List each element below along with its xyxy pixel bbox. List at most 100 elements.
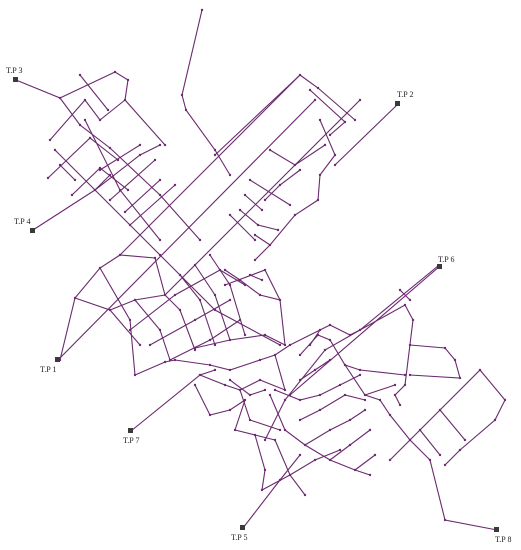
- pipe-segment: [109, 309, 141, 346]
- junction-node: [138, 343, 142, 347]
- junction-node: [158, 253, 162, 257]
- pipe-segment: [269, 394, 371, 476]
- junction-node: [248, 393, 252, 397]
- junction-node: [116, 158, 120, 162]
- junction-node: [133, 298, 137, 302]
- junction-node: [258, 358, 262, 362]
- junction-node: [108, 308, 112, 312]
- pipe-segment: [129, 269, 246, 331]
- junction-node: [273, 438, 277, 442]
- pipe-segment: [261, 474, 291, 491]
- pipe-segment: [134, 359, 176, 376]
- junction-node: [378, 398, 382, 402]
- treatment-point-tp8: T.P 8: [494, 527, 511, 544]
- junction-node: [328, 428, 332, 432]
- junction-node: [153, 158, 157, 162]
- junction-node: [228, 213, 232, 217]
- junction-node: [193, 348, 197, 352]
- junction-node: [198, 238, 202, 242]
- junction-node: [408, 343, 412, 347]
- pipe-segment: [32, 144, 161, 231]
- junction-node: [263, 388, 267, 392]
- pipe-segment: [234, 399, 276, 441]
- junction-node: [158, 178, 162, 182]
- tp5-marker: [240, 525, 245, 530]
- junction-node: [298, 168, 302, 172]
- pipe-segment: [239, 209, 279, 231]
- junction-node: [458, 448, 462, 452]
- pipe-segment: [15, 79, 201, 241]
- pipe-segment: [249, 274, 263, 281]
- pipe-segment: [214, 74, 301, 156]
- junction-node: [213, 308, 217, 312]
- junction-node: [348, 333, 352, 337]
- junction-node: [238, 388, 242, 392]
- junction-node: [293, 213, 297, 217]
- junction-node: [98, 166, 102, 170]
- junction-node: [368, 473, 372, 477]
- junction-node: [178, 308, 182, 312]
- junction-node: [298, 353, 302, 357]
- pipe-segment: [119, 74, 301, 256]
- pipe-segment: [334, 103, 399, 166]
- junction-node: [298, 418, 302, 422]
- junction-node: [313, 98, 317, 102]
- junction-node: [318, 393, 322, 397]
- junction-node: [213, 148, 217, 152]
- junction-node: [106, 108, 110, 112]
- tp2-marker: [395, 101, 400, 106]
- junction-node: [213, 368, 217, 372]
- junction-node: [213, 293, 217, 297]
- junction-node: [70, 193, 74, 197]
- junction-node: [198, 298, 202, 302]
- pipe-segment: [354, 454, 376, 471]
- pipe-segment: [57, 99, 316, 361]
- pipe-segment: [264, 169, 301, 201]
- junction-node: [328, 338, 332, 342]
- junction-node: [268, 243, 272, 247]
- junction-node: [403, 303, 407, 307]
- junction-node: [278, 343, 282, 347]
- junction-node: [323, 348, 327, 352]
- junction-node: [228, 298, 232, 302]
- junction-node: [408, 438, 412, 442]
- junction-node: [298, 453, 302, 457]
- junction-node: [213, 343, 217, 347]
- pipe-segment: [299, 394, 366, 421]
- junction-node: [298, 398, 302, 402]
- junction-node: [223, 383, 227, 387]
- junction-node: [278, 428, 282, 432]
- junction-node: [98, 266, 102, 270]
- junction-node: [248, 418, 252, 422]
- junction-node: [208, 338, 212, 342]
- tp1-marker: [55, 357, 60, 362]
- junction-node: [308, 88, 312, 92]
- junction-node: [268, 148, 272, 152]
- tp8-label: T.P 8: [495, 535, 511, 544]
- junction-node: [278, 298, 282, 302]
- junction-node: [123, 98, 127, 102]
- junction-node: [148, 343, 152, 347]
- junction-node: [128, 318, 132, 322]
- junction-node: [228, 368, 232, 372]
- junction-node: [243, 333, 247, 337]
- junction-node: [323, 143, 327, 147]
- junction-node: [443, 518, 447, 522]
- junction-node: [368, 428, 372, 432]
- junction-node: [453, 358, 457, 362]
- junction-node: [163, 293, 167, 297]
- junction-node: [318, 408, 322, 412]
- junction-node: [338, 383, 342, 387]
- junction-node: [318, 173, 322, 177]
- junction-node: [353, 118, 357, 122]
- pipe-segment: [129, 184, 176, 226]
- junction-node: [238, 208, 242, 212]
- junction-node: [328, 323, 332, 327]
- junction-node: [278, 478, 282, 482]
- pipe-segment: [244, 194, 263, 211]
- junction-node: [158, 238, 162, 242]
- junction-node: [358, 373, 362, 377]
- junction-node: [46, 176, 50, 180]
- junction-node: [288, 393, 292, 397]
- junction-node: [408, 373, 412, 377]
